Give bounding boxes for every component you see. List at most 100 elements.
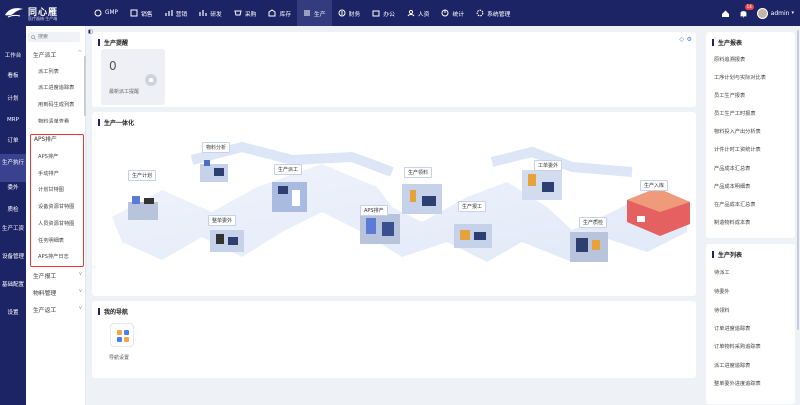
setting-icon[interactable]: ⚙ — [686, 36, 692, 43]
flow-step-qc[interactable]: 生产质检 — [579, 217, 608, 228]
nav-sales[interactable]: 销售 — [124, 0, 159, 26]
report-item[interactable]: 员工生产工时报表 — [714, 111, 756, 117]
nav-label: 研发 — [210, 11, 222, 18]
sidebar-item-plan[interactable]: 计划 — [7, 96, 19, 102]
nav-label: 人资 — [417, 11, 430, 18]
sidebar-item-production-exec[interactable]: 生产执行 — [0, 154, 26, 182]
flow-step-outsource[interactable]: 整单委外 — [208, 215, 237, 226]
sidebar-item-mrp[interactable]: MRP — [7, 117, 19, 123]
list-item[interactable]: 整单委外进度追踪表 — [714, 381, 761, 387]
nav-finance[interactable]: 财务 — [332, 0, 367, 26]
nav-settings-tile[interactable] — [110, 323, 134, 347]
sidebar-item-outsource[interactable]: 委外 — [7, 185, 19, 191]
sidebar-item-settings[interactable]: 设置 — [7, 310, 19, 316]
brand-subtitle: 医疗器械·生产端 — [28, 16, 58, 21]
flow-step-pick[interactable]: 生产领料 — [404, 167, 433, 178]
chevron-down-icon[interactable]: ▾ — [791, 10, 794, 16]
scene-aps — [360, 214, 400, 244]
sidebar-item-qc[interactable]: 质检 — [7, 207, 19, 213]
sidebar-item-board[interactable]: 看板 — [7, 73, 19, 79]
report-item[interactable]: 产品成本明细表 — [714, 184, 751, 190]
sub-item-aps[interactable]: APS排产 — [38, 154, 59, 160]
sub-item[interactable]: 任务明细表 — [38, 238, 64, 244]
sub-item[interactable]: 派工列表 — [38, 69, 59, 75]
sidebar-item-order[interactable]: 订单 — [7, 138, 19, 144]
sub-item[interactable]: 派工进度追踪表 — [38, 85, 75, 91]
nav-rd[interactable]: 研发 — [193, 0, 228, 26]
lists-panel: 生产列表 待派工 待委外 待领料 订单进度追踪表 订单物料采购追踪表 派工进度追… — [706, 244, 795, 404]
sub-item[interactable]: 手动排产 — [38, 171, 59, 177]
username[interactable]: admin — [770, 9, 790, 17]
sub-item[interactable]: 人员资源甘特图 — [38, 221, 75, 227]
list-item[interactable]: 派工进度追踪表 — [714, 363, 751, 369]
home-icon[interactable] — [720, 7, 732, 19]
remind-count: 0 — [109, 59, 117, 73]
report-item[interactable]: 原料追溯报表 — [714, 57, 746, 63]
nav-label: 销售 — [141, 11, 153, 18]
sub-item[interactable]: 设备资源甘特图 — [38, 204, 75, 210]
sub-item[interactable]: 计划甘特图 — [38, 187, 64, 193]
nav-production[interactable]: 生产 — [297, 0, 332, 26]
flow-step-material[interactable]: 物料分析 — [202, 142, 231, 153]
brand-logo[interactable]: 同心雁 医疗器械·生产端 — [4, 3, 84, 23]
list-item[interactable]: 订单进度追踪表 — [714, 326, 751, 332]
sidebar-item-equipment[interactable]: 设备管理 — [2, 254, 25, 260]
list-item[interactable]: 订单物料采购追踪表 — [714, 344, 761, 350]
group-dispatch[interactable]: 生产派工^ — [33, 50, 82, 59]
report-item[interactable]: 产品成本汇总表 — [714, 166, 751, 172]
sidebar-item-wages[interactable]: 生产工资 — [2, 226, 25, 232]
flow-step-dispatch[interactable]: 生产派工 — [274, 164, 303, 175]
nav-hr[interactable]: 人资 — [401, 0, 436, 26]
nav-gmp[interactable]: GMP — [88, 0, 124, 26]
sidebar-search[interactable] — [28, 32, 80, 42]
list-item[interactable]: 待委外 — [714, 289, 730, 295]
flow-panel: 生产一体化 物料分析 生产计划 生产派工 整单委外 APS排产 生产领料 生产报… — [92, 112, 696, 296]
report-item[interactable]: 物料投入产出分析表 — [714, 129, 761, 135]
flow-step-report[interactable]: 生产报工 — [458, 201, 487, 212]
top-nav: GMP 销售 营销 研发 采购 库存 生产 财务 办公 人资 统计 系统管理 — [88, 0, 516, 26]
flow-step-warehouse[interactable]: 生产入库 — [640, 180, 669, 191]
primary-sidebar: 工作台 看板 计划 MRP 订单 生产执行 委外 质检 生产工资 设备管理 基础… — [0, 26, 26, 405]
report-item[interactable]: 员工生产报表 — [714, 93, 746, 99]
scene-material — [200, 160, 228, 182]
nav-settings[interactable]: 系统管理 — [470, 0, 516, 26]
report-item[interactable]: 计件计时工资统计表 — [714, 147, 761, 153]
nav-settings-label[interactable]: 导航设置 — [109, 355, 130, 361]
scrollbar[interactable] — [84, 56, 86, 116]
list-item[interactable]: 待领料 — [714, 308, 730, 314]
report-item[interactable]: 在产品成本汇总表 — [714, 202, 756, 208]
nav-office[interactable]: 办公 — [366, 0, 401, 26]
nav-inventory[interactable]: 库存 — [262, 0, 297, 26]
sidebar-item-config[interactable]: 基础配置 — [2, 282, 25, 288]
remind-card[interactable]: 0 最新派工提醒 — [101, 49, 165, 105]
flow-step-plan[interactable]: 生产计划 — [128, 170, 157, 181]
sidebar-item-workbench[interactable]: 工作台 — [4, 53, 22, 59]
bell-icon[interactable]: 14 — [738, 4, 754, 19]
nav-marketing[interactable]: 营销 — [159, 0, 194, 26]
group-aps[interactable]: APS排产^ — [34, 134, 82, 143]
nav-stats[interactable]: 统计 — [435, 0, 470, 26]
panel-title: 生产报表 — [712, 38, 742, 47]
marketing-icon — [165, 9, 173, 17]
search-input[interactable] — [38, 34, 78, 40]
chevron-down-icon: v — [79, 271, 82, 277]
goose-logo-icon — [5, 8, 23, 18]
sub-item[interactable]: 物料清单查看 — [38, 119, 70, 123]
nav-purchase[interactable]: 采购 — [228, 0, 263, 26]
page-scrollbar[interactable] — [797, 30, 799, 330]
collapse-icon[interactable]: ◧ — [88, 29, 93, 35]
sub-item[interactable]: APS排产日志 — [38, 254, 69, 260]
nav-label: 财务 — [348, 11, 361, 18]
avatar[interactable] — [756, 7, 768, 19]
nav-label: 办公 — [383, 11, 395, 18]
flow-step-aps[interactable]: APS排产 — [360, 205, 388, 216]
refresh-icon[interactable]: ◇ — [679, 36, 684, 43]
flow-step-order-outsource[interactable]: 工单委外 — [534, 160, 563, 171]
list-item[interactable]: 待派工 — [714, 270, 730, 276]
sub-item[interactable]: 用到码生成列表 — [38, 102, 75, 108]
report-item[interactable]: 工序计划与实际对比表 — [714, 75, 766, 81]
report-item[interactable]: 制造物料成本表 — [714, 220, 751, 226]
